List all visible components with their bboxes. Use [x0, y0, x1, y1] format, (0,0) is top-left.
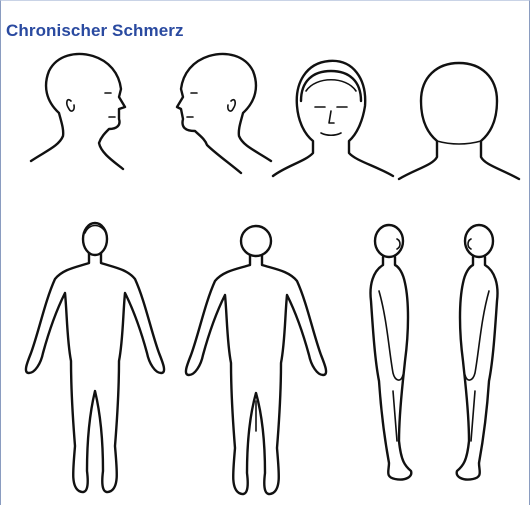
head-back[interactable]: [399, 63, 519, 179]
body-front[interactable]: [26, 223, 164, 492]
body-right-side[interactable]: [371, 225, 412, 480]
head-front[interactable]: [273, 61, 393, 176]
body-left-side[interactable]: [457, 225, 498, 480]
head-right-profile[interactable]: [31, 54, 125, 169]
head-left-profile[interactable]: [177, 54, 271, 173]
body-back[interactable]: [186, 226, 326, 494]
